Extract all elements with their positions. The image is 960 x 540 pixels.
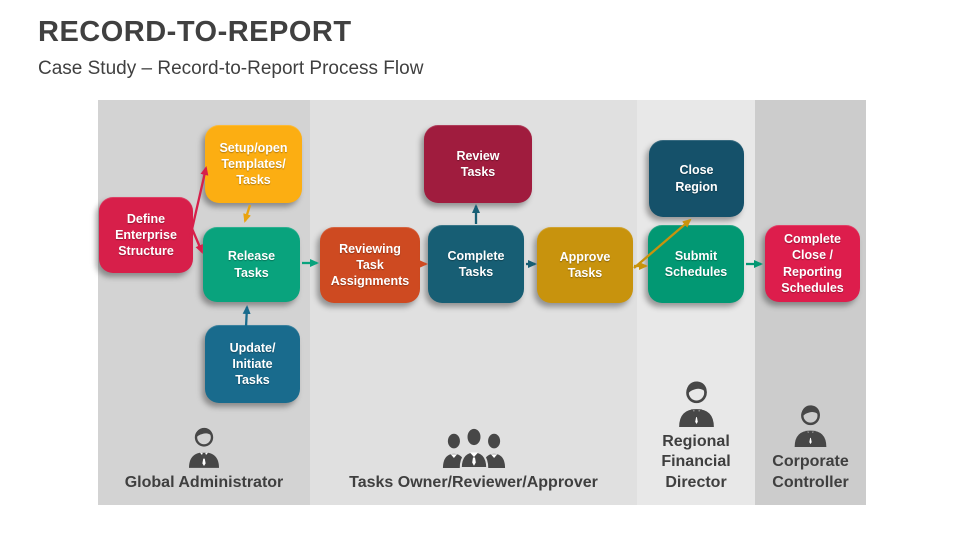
box-label: Approve Tasks xyxy=(559,249,611,280)
box-label: Complete Close / Reporting Schedules xyxy=(781,232,844,295)
person-icon xyxy=(793,405,828,448)
person-icon xyxy=(189,428,219,469)
box-label: Release Tasks xyxy=(227,249,276,280)
box-reviewing-task-assignments: Reviewing Task Assignments xyxy=(320,227,420,303)
process-flow-diagram: Global Administrator Tasks Owner/Reviewe… xyxy=(98,100,866,505)
box-update-initiate-tasks: Update/ Initiate Tasks xyxy=(205,325,300,403)
box-complete-close-reporting-schedules: Complete Close / Reporting Schedules xyxy=(765,225,860,302)
box-label: Complete Tasks xyxy=(447,248,505,279)
box-approve-tasks: Approve Tasks xyxy=(537,227,633,303)
box-label: Update/ Initiate Tasks xyxy=(229,340,276,388)
box-complete-tasks: Complete Tasks xyxy=(428,225,524,303)
box-close-region: Close Region xyxy=(649,140,744,217)
box-label: Setup/open Templates/ Tasks xyxy=(219,140,288,188)
box-review-tasks: Review Tasks xyxy=(424,125,532,203)
lane-footer-tasks-owner: Tasks Owner/Reviewer/Approver xyxy=(310,426,637,494)
box-setup-open-templates-tasks: Setup/open Templates/ Tasks xyxy=(205,125,302,203)
lane-footer-corporate-controller: Corporate Controller xyxy=(755,403,866,494)
box-label: Reviewing Task Assignments xyxy=(330,241,410,289)
box-label: Review Tasks xyxy=(456,148,500,179)
person-icon xyxy=(677,380,715,427)
lane-footer-regional-financial-director: Regional Financial Director xyxy=(637,379,755,494)
lane-footer-global-administrator: Global Administrator xyxy=(98,425,310,494)
page-title: RECORD-TO-REPORT xyxy=(38,16,352,48)
page-subtitle: Case Study – Record-to-Report Process Fl… xyxy=(38,58,424,79)
lane-corporate-controller: Corporate Controller xyxy=(755,100,866,505)
lane-label: Regional Financial Director xyxy=(661,432,731,492)
box-label: Close Region xyxy=(675,163,718,194)
box-submit-schedules: Submit Schedules xyxy=(648,225,744,303)
lane-label: Tasks Owner/Reviewer/Approver xyxy=(349,474,598,492)
people-icon xyxy=(441,427,506,469)
box-release-tasks: Release Tasks xyxy=(203,227,300,302)
box-label: Submit Schedules xyxy=(664,248,728,279)
box-label: Define Enterprise Structure xyxy=(115,211,177,259)
lane-label: Global Administrator xyxy=(124,474,284,492)
box-define-enterprise-structure: Define Enterprise Structure xyxy=(99,197,193,273)
lane-label: Corporate Controller xyxy=(772,453,849,492)
